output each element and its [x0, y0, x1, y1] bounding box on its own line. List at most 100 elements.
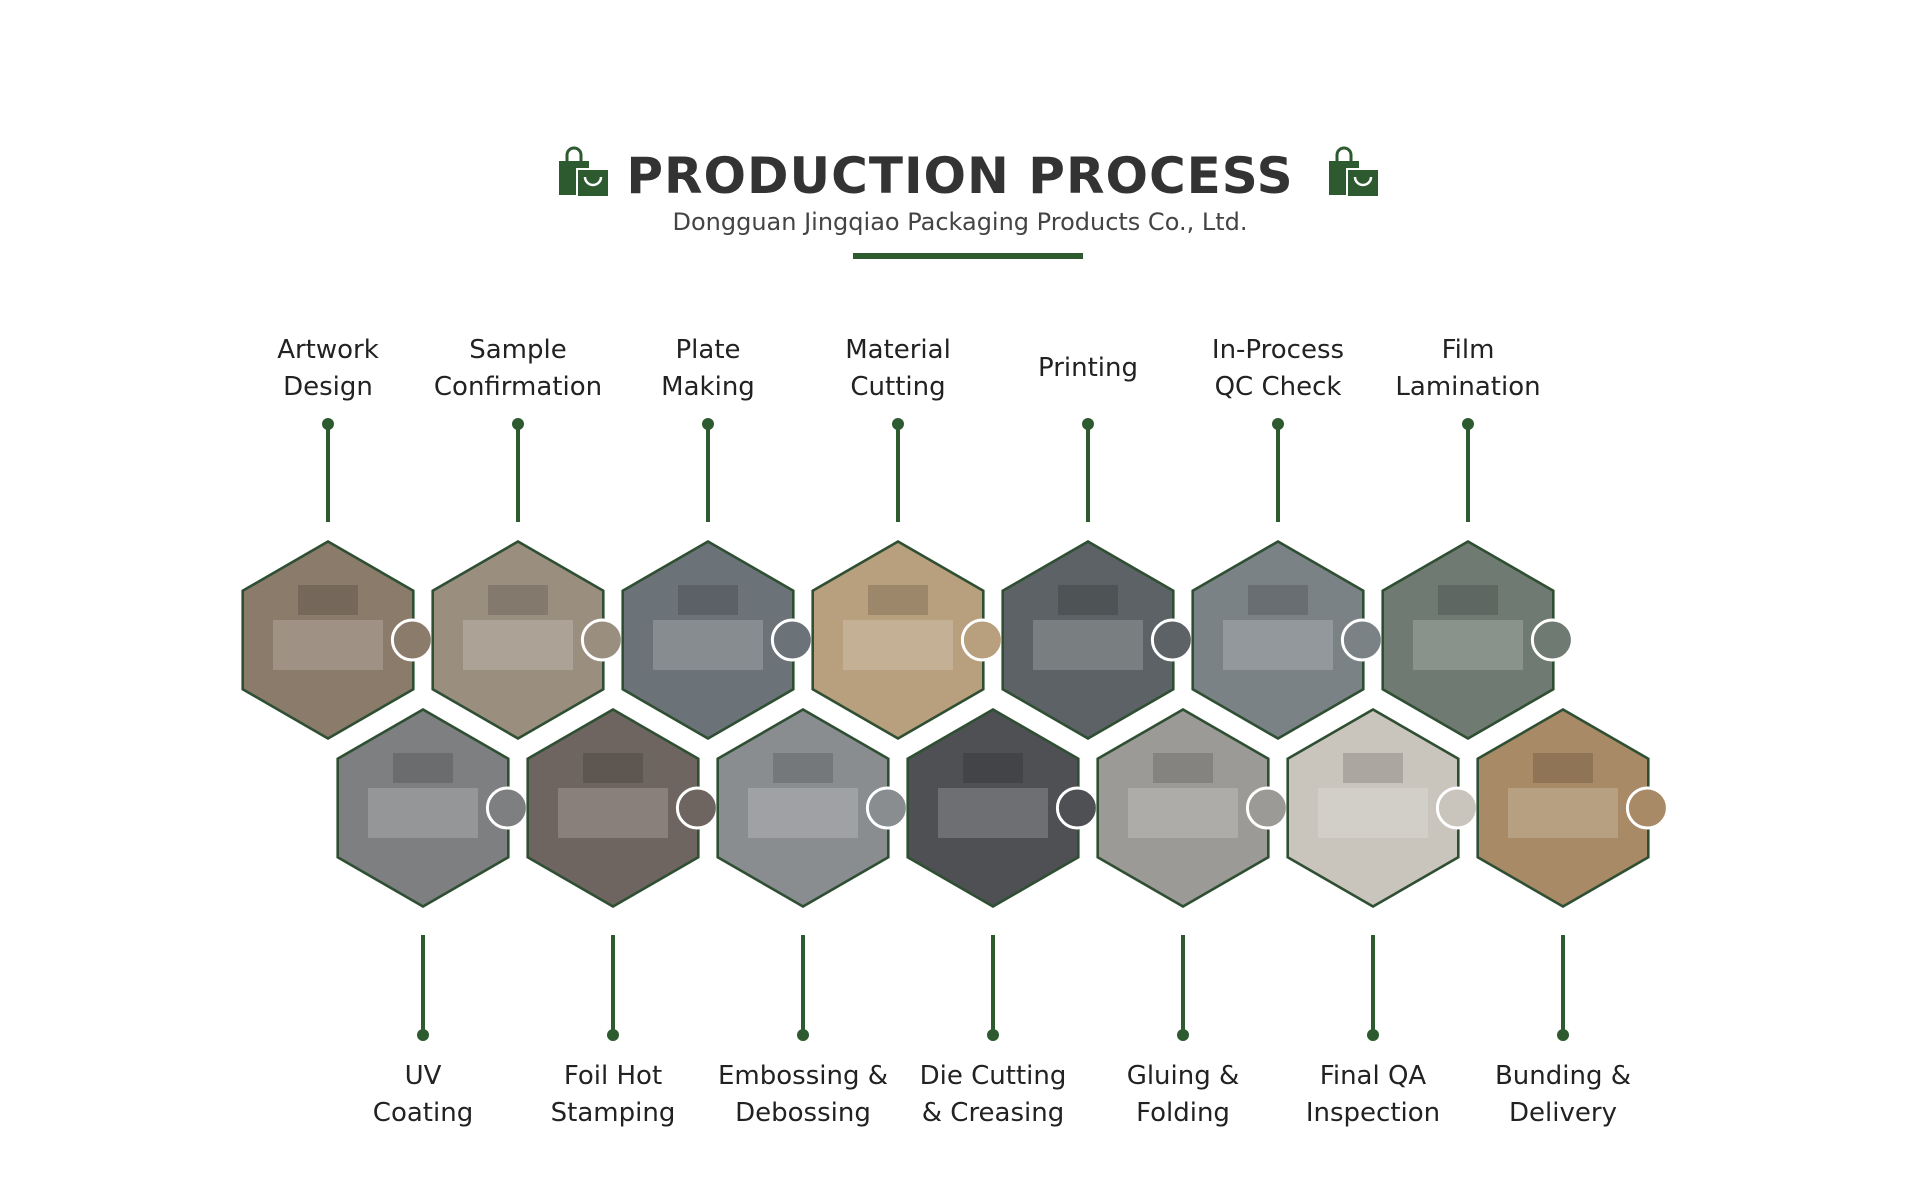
step-dot [797, 1029, 809, 1041]
step-label-line2: Inspection [1305, 1098, 1441, 1128]
step-dot [1557, 1029, 1569, 1041]
step-dot [1367, 1029, 1379, 1041]
puzzle-connector [1625, 786, 1669, 830]
photo-detail [1058, 585, 1118, 615]
step-label-line1: Printing [1037, 353, 1138, 383]
step-label-line1: UV [404, 1061, 442, 1091]
packed-cartons-photo [1479, 711, 1647, 905]
photo-detail [1343, 753, 1403, 783]
puzzle-connector [960, 618, 1004, 662]
shopping-bag-icon [1329, 146, 1380, 198]
step-label-line2: Debossing [735, 1098, 871, 1128]
boxes-inspection-photo [1289, 711, 1457, 905]
photo-detail [1508, 788, 1618, 838]
puzzle-connector [865, 786, 909, 830]
step-label-line1: Foil Hot [563, 1061, 663, 1091]
step-label-line1: Artwork [277, 335, 379, 365]
step-label-line2: Cutting [850, 372, 946, 402]
title-underline [853, 253, 1083, 259]
step-dot [607, 1029, 619, 1041]
photo-detail [1533, 753, 1593, 783]
step-dot [702, 418, 714, 430]
step-label-line1: Plate [675, 335, 741, 365]
step-label: Bunding &Delivery [1463, 1058, 1663, 1132]
photo-detail [463, 620, 573, 670]
gluing-line-photo [1099, 711, 1267, 905]
company-subtitle: Dongguan Jingqiao Packaging Products Co.… [672, 208, 1248, 236]
puzzle-connector [770, 618, 814, 662]
puzzle-connector [1150, 618, 1194, 662]
puzzle-connector [1245, 786, 1289, 830]
step-label-line1: Gluing & [1126, 1061, 1240, 1091]
color-swatches-photo [434, 543, 602, 737]
step-dot [1272, 418, 1284, 430]
step-dot [987, 1029, 999, 1041]
step-dot [322, 418, 334, 430]
step-dot [1082, 418, 1094, 430]
photo-detail [273, 620, 383, 670]
photo-detail [1153, 753, 1213, 783]
photo-detail [583, 753, 643, 783]
step-label-line2: Making [661, 372, 755, 402]
puzzle-connector [1340, 618, 1384, 662]
shopping-bag-icon [559, 146, 610, 198]
step-label: UV Coating [323, 1058, 523, 1132]
step-label: Printing [988, 350, 1188, 387]
step-dot [512, 418, 524, 430]
photo-detail [1438, 585, 1498, 615]
photo-detail [298, 585, 358, 615]
photo-detail [393, 753, 453, 783]
step-label-line1: Embossing & [717, 1061, 888, 1091]
photo-detail [963, 753, 1023, 783]
photo-detail [748, 788, 858, 838]
step-label-line1: Sample [469, 335, 567, 365]
photo-detail [1318, 788, 1428, 838]
step-label-line1: Material [845, 335, 951, 365]
puzzle-connector [390, 618, 434, 662]
step-dot [1177, 1029, 1189, 1041]
step-label: Gluing & Folding [1083, 1058, 1283, 1132]
laptop-design-photo [244, 543, 412, 737]
qc-check-photo [1194, 543, 1362, 737]
puzzle-connector [675, 786, 719, 830]
step-dot [892, 418, 904, 430]
step-dot [417, 1029, 429, 1041]
step-dot [1462, 418, 1474, 430]
lamination-machine-photo [1384, 543, 1552, 737]
header: PRODUCTION PROCESS Dongguan Jingqiao Pac… [0, 0, 1920, 280]
foil-stamping-photo [529, 711, 697, 905]
photo-detail [868, 585, 928, 615]
step-label-line2: & Creasing [921, 1098, 1065, 1128]
photo-detail [843, 620, 953, 670]
photo-detail [1413, 620, 1523, 670]
photo-detail [678, 585, 738, 615]
step-label-line2: Folding [1136, 1098, 1230, 1128]
die-cutting-photo [909, 711, 1077, 905]
puzzle-connector [1530, 618, 1574, 662]
photo-detail [653, 620, 763, 670]
photo-detail [1248, 585, 1308, 615]
photo-detail [368, 788, 478, 838]
photo-detail [488, 585, 548, 615]
plate-making-photo [624, 543, 792, 737]
page-title: PRODUCTION PROCESS [626, 147, 1294, 205]
cardboard-cutting-photo [814, 543, 982, 737]
step-label-line2: Design [283, 372, 373, 402]
step-label-line2: Coating [372, 1098, 474, 1128]
photo-detail [1223, 620, 1333, 670]
step-label-line1: Bunding & [1494, 1061, 1632, 1091]
step-label-line2: Lamination [1395, 372, 1541, 402]
puzzle-connector [1055, 786, 1099, 830]
photo-detail [1128, 788, 1238, 838]
step-label-line1: Film [1441, 335, 1495, 365]
embossing-machine-photo [719, 711, 887, 905]
step-label: Die Cutting& Creasing [893, 1058, 1093, 1132]
puzzle-connector [1435, 786, 1479, 830]
